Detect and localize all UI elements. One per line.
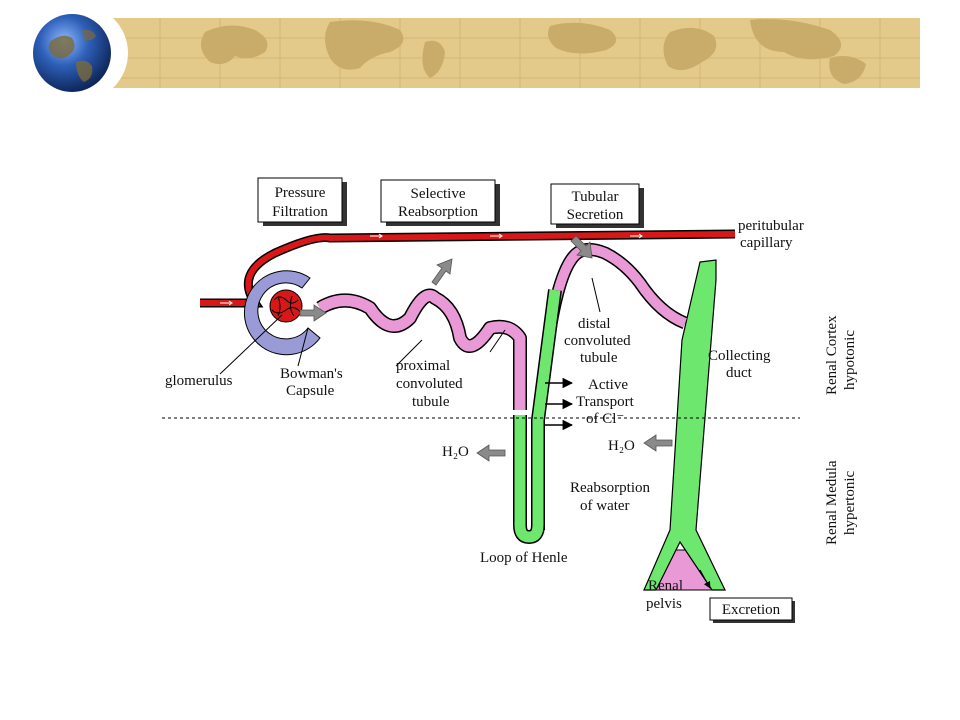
distal-label-line2: convoluted <box>564 333 631 349</box>
bowmans-capsule-shape <box>243 270 321 356</box>
excretion-label: Excretion <box>722 602 781 618</box>
active-transport-line2: Transport <box>576 394 635 410</box>
tubular-secretion-line2: Secretion <box>567 207 624 223</box>
active-transport-line1: Active <box>588 377 628 393</box>
selective-reabsorption-line2: Reabsorption <box>398 204 478 220</box>
collecting-duct-label-line2: duct <box>726 365 753 381</box>
cortex-line2: hypotonic <box>842 330 858 390</box>
pressure-filtration-box: Pressure Filtration <box>257 177 347 226</box>
bowmans-label-line1: Bowman's <box>280 366 343 382</box>
glomerulus-shape <box>269 289 303 323</box>
distal-label-line3: tubule <box>580 350 618 366</box>
distal-label-line1: distal <box>578 316 611 332</box>
tubular-secretion-box: Tubular Secretion <box>550 183 644 228</box>
cortex-line1: Renal Cortex <box>824 315 840 395</box>
pressure-filtration-line1: Pressure <box>275 185 326 201</box>
water-left-label: H₂O <box>442 444 469 460</box>
medulla-zone-label: Renal Medula hypertonic <box>824 460 858 545</box>
excretion-box: Excretion <box>709 597 795 623</box>
medulla-line2: hypertonic <box>842 471 858 535</box>
proximal-label-line3: tubule <box>412 394 450 410</box>
selective-reabsorption-line1: Selective <box>411 186 466 202</box>
leader-lines <box>219 277 711 589</box>
renal-pelvis-line2: pelvis <box>646 596 682 612</box>
proximal-tubule-shape <box>316 288 527 410</box>
active-transport-line3: of Cl⁻ <box>586 411 624 427</box>
nephron-diagram: Pressure Filtration Selective Reabsorpti… <box>162 177 858 623</box>
peritubular-label-line2: capillary <box>740 235 793 251</box>
water-right-label: H₂O <box>608 438 635 454</box>
capillary-flow-arrows <box>220 233 643 306</box>
proximal-label-line2: convoluted <box>396 376 463 392</box>
reabsorption-water-line1: Reabsorption <box>570 480 650 496</box>
peritubular-label-line1: peritubular <box>738 218 804 234</box>
active-transport-arrows <box>545 377 574 431</box>
cortex-zone-label: Renal Cortex hypotonic <box>824 315 858 395</box>
loop-of-henle-label: Loop of Henle <box>480 550 568 566</box>
glomerulus-label: glomerulus <box>165 373 233 389</box>
reabsorption-water-line2: of water <box>580 498 630 514</box>
selective-reabsorption-box: Selective Reabsorption <box>380 179 500 226</box>
proximal-label-line1: proximal <box>396 358 450 374</box>
pressure-filtration-line2: Filtration <box>272 204 328 220</box>
bowmans-label-line2: Capsule <box>286 383 335 399</box>
renal-pelvis-line1: Renal <box>648 578 683 594</box>
collecting-duct-label-line1: Collecting <box>708 348 771 364</box>
globe-icon <box>33 14 111 92</box>
tubular-secretion-line1: Tubular <box>572 189 619 205</box>
map-continents <box>201 19 866 84</box>
grey-arrows <box>299 235 673 462</box>
medulla-line1: Renal Medula <box>824 460 840 545</box>
collecting-duct-shape <box>643 259 726 591</box>
header-banner <box>32 12 920 94</box>
